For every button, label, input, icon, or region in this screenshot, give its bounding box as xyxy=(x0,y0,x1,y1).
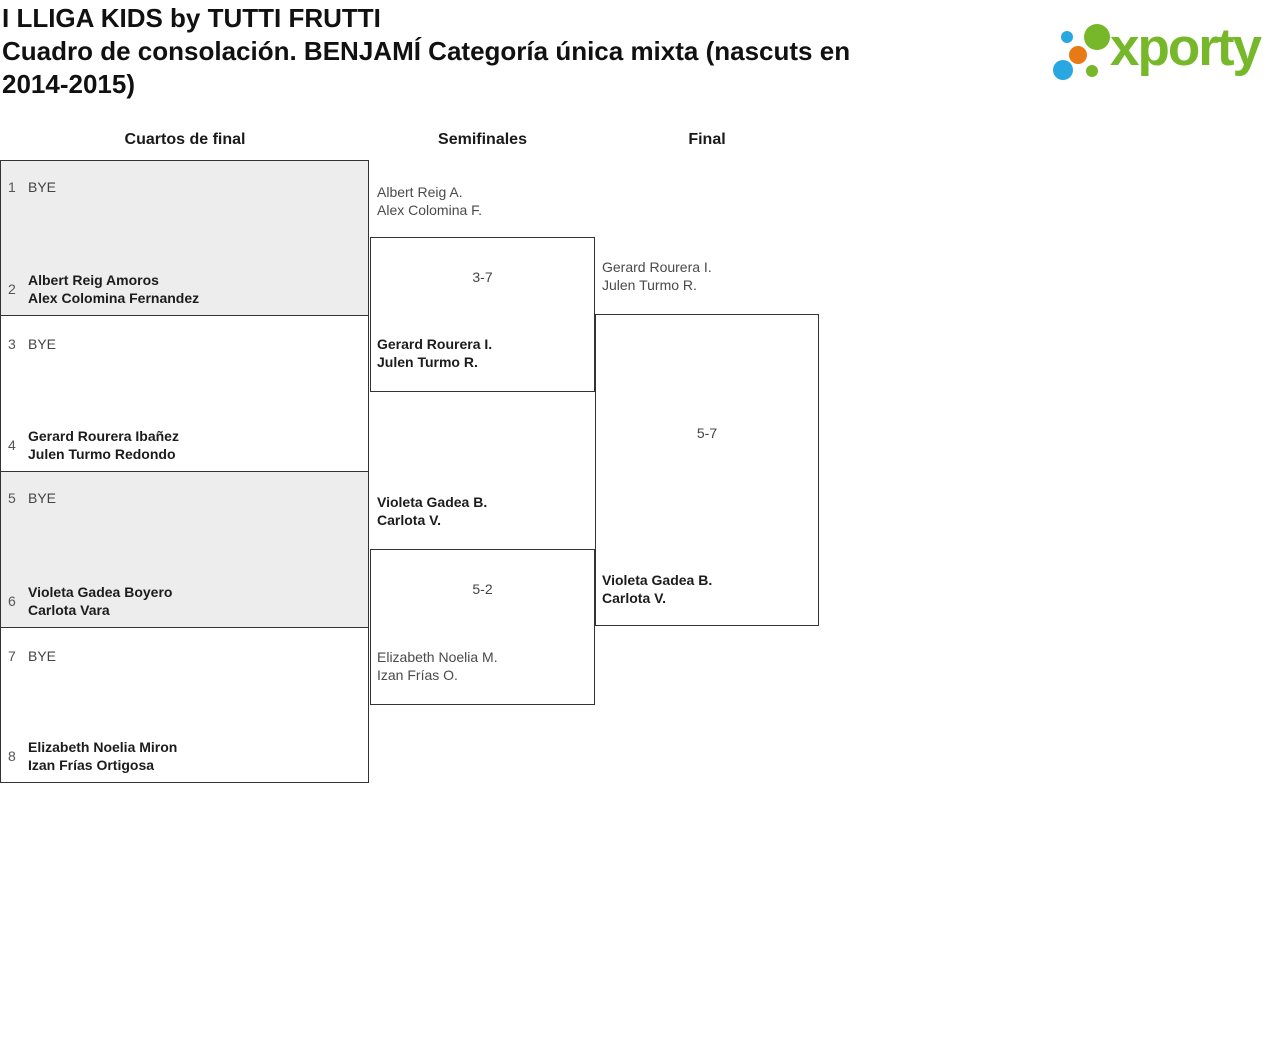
team-name: Alex Colomina F. xyxy=(377,202,483,218)
column-header-final: Final xyxy=(688,131,726,148)
team-name: Elizabeth Noelia M. xyxy=(377,649,498,665)
logo-dot-green-small xyxy=(1086,65,1098,77)
team-name: Gerard Rourera Ibañez xyxy=(28,428,179,444)
seed-number: 6 xyxy=(8,593,16,609)
match-score: 3-7 xyxy=(472,269,493,285)
team-name: Julen Turmo R. xyxy=(602,277,697,293)
team-name: Gerard Rourera I. xyxy=(602,259,712,275)
page-title: I LLIGA KIDS by TUTTI FRUTTI xyxy=(2,3,381,33)
column-header-semifinals: Semifinales xyxy=(438,131,527,148)
bye-label: BYE xyxy=(28,179,57,195)
team-name: Violeta Gadea Boyero xyxy=(28,584,173,600)
final-match-box xyxy=(595,314,819,626)
column-header-quarterfinals: Cuartos de final xyxy=(124,131,246,148)
team-name: Violeta Gadea B. xyxy=(602,572,713,588)
seed-number: 3 xyxy=(8,336,16,352)
team-name: Gerard Rourera I. xyxy=(377,336,493,352)
team-name: Izan Frías Ortigosa xyxy=(28,757,155,773)
sf-match-box-1 xyxy=(370,237,595,392)
team-name: Carlota V. xyxy=(377,512,442,528)
seed-number: 1 xyxy=(8,179,16,195)
seed-number: 2 xyxy=(8,281,16,297)
match-score: 5-2 xyxy=(472,581,493,597)
seed-number: 4 xyxy=(8,437,16,453)
logo-wordmark: xporty xyxy=(1110,18,1262,77)
logo-dot-blue-large xyxy=(1053,60,1073,80)
team-name: Julen Turmo R. xyxy=(377,354,478,370)
page-subtitle-line1: Cuadro de consolación. BENJAMÍ Categoría… xyxy=(2,36,851,66)
bye-label: BYE xyxy=(28,490,57,506)
team-name: Julen Turmo Redondo xyxy=(28,446,176,462)
team-name: Violeta Gadea B. xyxy=(377,494,488,510)
seed-number: 7 xyxy=(8,648,16,664)
logo-dot-blue-small xyxy=(1061,31,1073,43)
page-subtitle-line2: 2014-2015) xyxy=(2,69,135,99)
logo-dot-orange xyxy=(1069,46,1087,64)
team-name: Carlota Vara xyxy=(28,602,110,618)
team-name: Albert Reig A. xyxy=(377,184,463,200)
sf-match-box-2 xyxy=(370,549,595,705)
bye-label: BYE xyxy=(28,648,57,664)
qf-match-box-1 xyxy=(0,160,369,316)
qf-match-box-3 xyxy=(0,471,369,628)
team-name: Alex Colomina Fernandez xyxy=(28,290,200,306)
team-name: Elizabeth Noelia Miron xyxy=(28,739,178,755)
team-name: Izan Frías O. xyxy=(377,667,458,683)
bye-label: BYE xyxy=(28,336,57,352)
logo-dot-green-large xyxy=(1084,24,1110,50)
qf-match-box-4 xyxy=(0,627,369,783)
seed-number: 5 xyxy=(8,490,16,506)
match-score: 5-7 xyxy=(696,425,718,441)
seed-number: 8 xyxy=(8,748,16,764)
qf-match-box-2 xyxy=(0,315,369,472)
team-name: Carlota V. xyxy=(602,590,667,606)
team-name: Albert Reig Amoros xyxy=(28,272,159,288)
